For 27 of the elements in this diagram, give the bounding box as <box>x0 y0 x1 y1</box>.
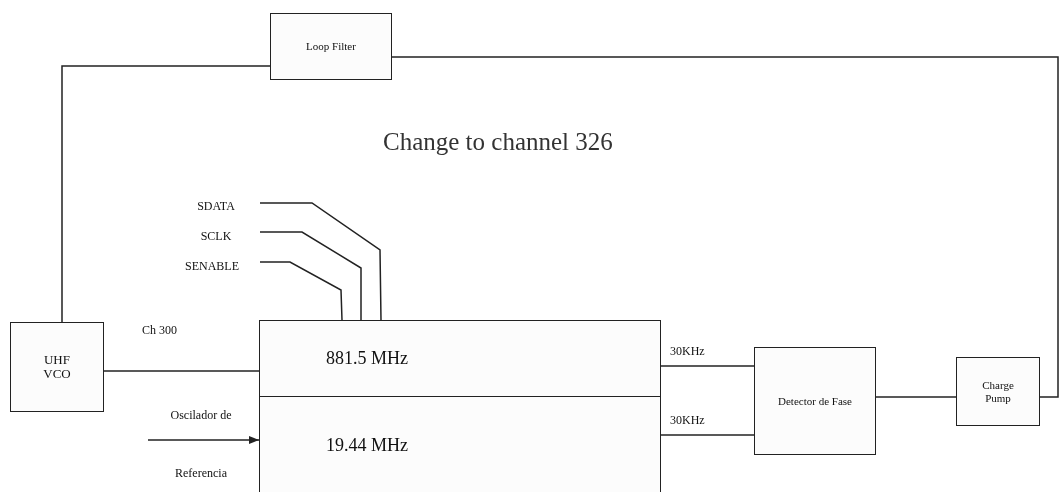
diagram-title: Change to channel 326 <box>383 128 613 156</box>
block-label: 881.5 MHz <box>326 349 408 369</box>
block-box <box>270 13 392 80</box>
block-label: UHF VCO <box>42 352 72 382</box>
connector-line <box>660 365 755 367</box>
connector-line <box>660 434 755 436</box>
block-box <box>259 396 661 492</box>
arrow <box>147 435 260 445</box>
edge-label: Oscilador de Referencia <box>169 407 233 482</box>
connector-line <box>259 202 382 321</box>
connector-line <box>103 370 260 372</box>
connector-line <box>259 231 362 321</box>
connector-line <box>259 261 343 321</box>
block-box <box>956 357 1040 426</box>
signal-name: SENABLE <box>185 259 239 273</box>
block-box <box>754 347 876 455</box>
block-box <box>10 322 104 412</box>
signal-name: SCLK <box>200 229 232 243</box>
block-label: Loop Filter <box>306 40 356 53</box>
block-label: 19.44 MHz <box>326 436 408 456</box>
connector-line <box>61 65 271 323</box>
block-label: Detector de Fase <box>778 394 852 408</box>
connector-line <box>875 396 957 398</box>
signal-name: SDATA <box>197 199 235 213</box>
block-box <box>259 320 661 398</box>
block-label: Charge Pump <box>981 379 1015 404</box>
connector-line <box>391 56 1059 398</box>
